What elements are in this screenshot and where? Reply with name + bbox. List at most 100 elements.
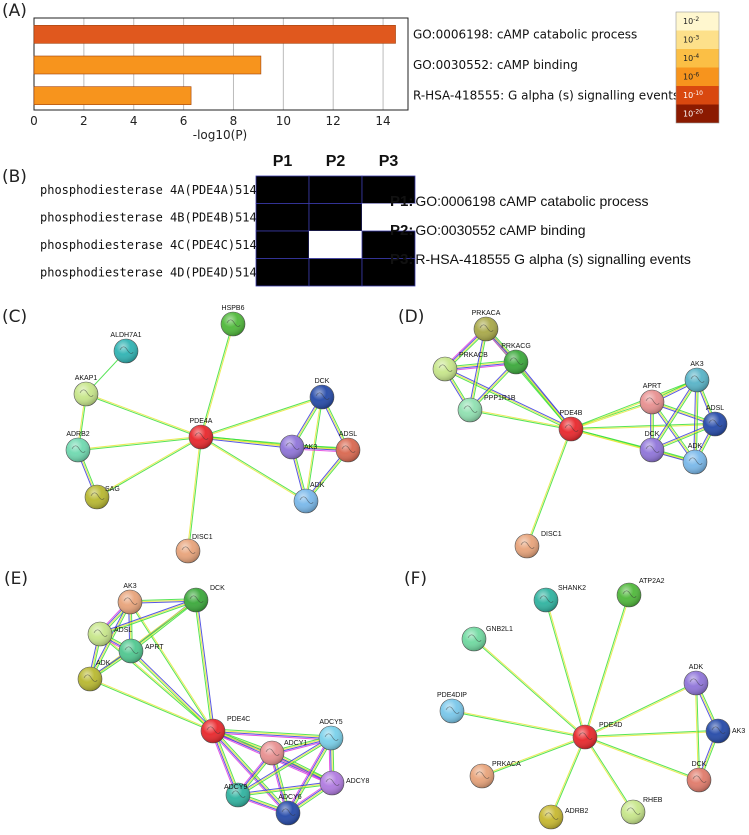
protein-node[interactable]: ADCY5 <box>318 719 344 751</box>
heatmap-row-label: phosphodiesterase 4C(PDE4C)5143 <box>40 238 264 252</box>
node-structure <box>124 646 139 654</box>
protein-node[interactable]: DISC1 <box>175 534 213 564</box>
protein-node[interactable]: ATP2A2 <box>616 578 665 608</box>
panel-label-e: (E) <box>4 569 28 589</box>
protein-node-label: PDE4D <box>599 722 622 729</box>
x-tick-label: 2 <box>80 114 88 128</box>
protein-node[interactable]: ADCY1 <box>259 740 307 766</box>
node-structure <box>90 492 105 500</box>
heatmap-rows: phosphodiesterase 4A(PDE4A)5141phosphodi… <box>40 175 416 287</box>
protein-node[interactable]: RHEB <box>620 797 663 825</box>
protein-node[interactable]: HSPB6 <box>220 305 246 337</box>
protein-node-label: ADK <box>310 482 325 489</box>
node-gloss <box>687 768 711 792</box>
node-gloss <box>201 719 225 743</box>
protein-node[interactable]: ADSL <box>702 405 728 437</box>
legend-swatch <box>676 104 719 123</box>
term-label: GO:0006198: cAMP catabolic process <box>413 27 637 41</box>
protein-node[interactable]: AK3 <box>705 718 745 744</box>
protein-node[interactable]: AK3 <box>684 361 710 393</box>
network-edge <box>77 435 201 450</box>
protein-node[interactable]: PDE4C <box>200 716 250 744</box>
protein-node-label: PDE4A <box>190 418 213 425</box>
node-gloss <box>683 450 707 474</box>
protein-node-label: AK3 <box>690 361 703 368</box>
legend-swatch <box>676 86 719 105</box>
network-edge <box>200 437 292 449</box>
node-structure <box>509 357 524 365</box>
node-gloss <box>310 385 334 409</box>
protein-node[interactable]: DCK <box>309 378 335 410</box>
protein-node[interactable]: PPP1R1B <box>457 395 516 423</box>
x-tick-label: 10 <box>276 114 291 128</box>
protein-node[interactable]: APRT <box>118 638 164 664</box>
network-edge <box>584 737 699 782</box>
protein-node[interactable]: PDE4B <box>558 410 584 442</box>
node-structure <box>226 319 241 327</box>
node-structure <box>93 629 108 637</box>
protein-node[interactable]: ADRB2 <box>65 431 91 463</box>
heatmap-cell <box>309 231 362 259</box>
node-gloss <box>319 726 343 750</box>
protein-node[interactable]: GNB2L1 <box>461 626 513 652</box>
protein-node[interactable]: DCK <box>639 431 665 463</box>
protein-node[interactable]: ADK <box>77 660 111 692</box>
node-structure <box>622 590 637 598</box>
network-edge <box>186 436 201 551</box>
protein-node[interactable]: DCK <box>183 585 225 613</box>
protein-node[interactable]: ADK <box>682 443 708 475</box>
protein-node[interactable]: ADSL <box>87 621 132 647</box>
protein-node-label: SHANK2 <box>558 585 586 592</box>
node-structure <box>645 445 660 453</box>
protein-node[interactable]: ADRB2 <box>538 804 588 830</box>
network-edge <box>85 394 201 439</box>
protein-node-label: GNB2L1 <box>486 626 513 633</box>
network-edge <box>212 732 331 741</box>
network-edge <box>214 729 290 813</box>
protein-node-label: PDE4DIP <box>437 692 467 699</box>
x-tick-label: 4 <box>130 114 138 128</box>
protein-node-label: RHEB <box>643 797 663 804</box>
legend-label: 10-6 <box>683 72 699 82</box>
legend-label: 10-4 <box>683 53 699 63</box>
protein-node[interactable]: ADCY9 <box>224 782 251 808</box>
protein-node[interactable]: AKAP1 <box>73 375 99 407</box>
network-edge <box>213 728 332 737</box>
node-gloss <box>515 534 539 558</box>
network-edge <box>525 428 571 546</box>
node-structure <box>692 775 707 783</box>
protein-node[interactable]: ALDH7A1 <box>110 332 142 364</box>
protein-node[interactable]: PDE4DIP <box>437 692 467 724</box>
protein-node[interactable]: PDE4D <box>572 722 622 750</box>
protein-node[interactable]: PRKACA <box>472 310 501 342</box>
protein-node[interactable]: DISC1 <box>514 531 562 559</box>
protein-node[interactable]: APRT <box>639 383 665 415</box>
network-edge <box>212 731 288 814</box>
network-edge <box>469 328 487 411</box>
protein-node-label: ADK <box>689 664 704 671</box>
protein-node[interactable]: ADCY8 <box>319 770 369 796</box>
network-edge <box>237 782 333 796</box>
protein-node[interactable]: SHANK2 <box>533 585 586 613</box>
protein-node[interactable]: AK3 <box>279 434 317 460</box>
protein-node-label: DISC1 <box>192 534 213 541</box>
network-edge <box>200 437 306 502</box>
legend-swatch <box>676 30 719 49</box>
protein-node[interactable]: DCK <box>686 761 712 793</box>
node-gloss <box>74 382 98 406</box>
protein-node[interactable]: PDE4A <box>188 418 214 450</box>
protein-node[interactable]: PRKACA <box>469 761 521 789</box>
protein-node[interactable]: SAG <box>84 484 120 510</box>
node-structure <box>325 778 340 786</box>
protein-node[interactable]: PRKACG <box>501 343 531 375</box>
protein-node[interactable]: ADSL <box>335 431 361 463</box>
protein-node[interactable]: PRKACB <box>432 352 488 382</box>
protein-node[interactable]: AK3 <box>117 583 143 615</box>
protein-node[interactable]: ADK <box>293 482 325 514</box>
protein-node[interactable]: ADK <box>683 664 709 696</box>
protein-node-label: ADCY6 <box>278 794 301 801</box>
node-structure <box>463 405 478 413</box>
protein-node[interactable]: ADCY6 <box>275 794 302 826</box>
